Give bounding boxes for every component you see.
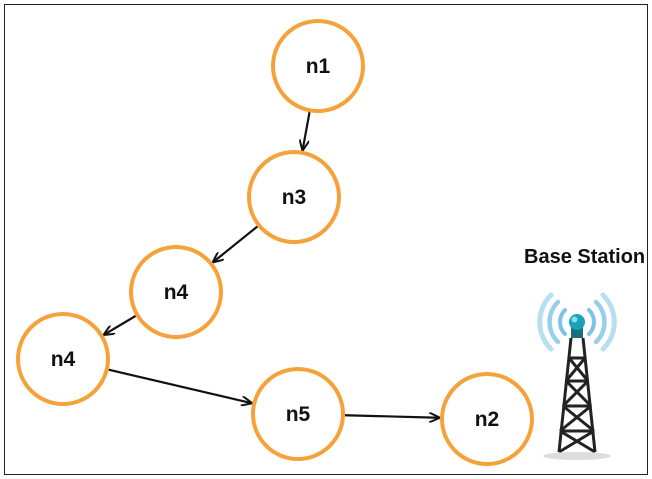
tower-shadow — [543, 452, 611, 460]
tower-structure — [557, 337, 597, 454]
node-n3: n3 — [247, 150, 341, 244]
node-n4a: n4 — [129, 245, 223, 339]
node-n4b: n4 — [16, 312, 110, 406]
node-circle — [16, 312, 110, 406]
node-circle — [440, 372, 534, 466]
node-circle — [247, 150, 341, 244]
node-circle — [129, 245, 223, 339]
node-label: n5 — [286, 403, 311, 426]
edges-layer — [104, 112, 439, 418]
node-label: n3 — [282, 186, 307, 209]
cell-tower-icon — [537, 292, 617, 352]
edge-n4b-to-n5 — [108, 368, 251, 403]
edge-n1-to-n3 — [303, 112, 311, 150]
nodes-layer: n1 n3 n4 n4 n5 n2 — [16, 19, 534, 466]
node-n5: n5 — [251, 367, 345, 461]
edge-n5-to-n2 — [344, 415, 439, 417]
node-circle — [271, 19, 365, 113]
edge-n4a-to-n4b — [104, 315, 137, 335]
node-n2: n2 — [440, 372, 534, 466]
node-label: n2 — [475, 408, 500, 431]
edge-n3-to-n4a — [213, 225, 259, 261]
base-station: Base Station — [524, 246, 645, 460]
base-station-label: Base Station — [524, 246, 645, 268]
node-n1: n1 — [271, 19, 365, 113]
node-circle — [251, 367, 345, 461]
node-label: n4 — [164, 281, 189, 304]
node-label: n1 — [306, 55, 331, 78]
node-label: n4 — [51, 348, 76, 371]
